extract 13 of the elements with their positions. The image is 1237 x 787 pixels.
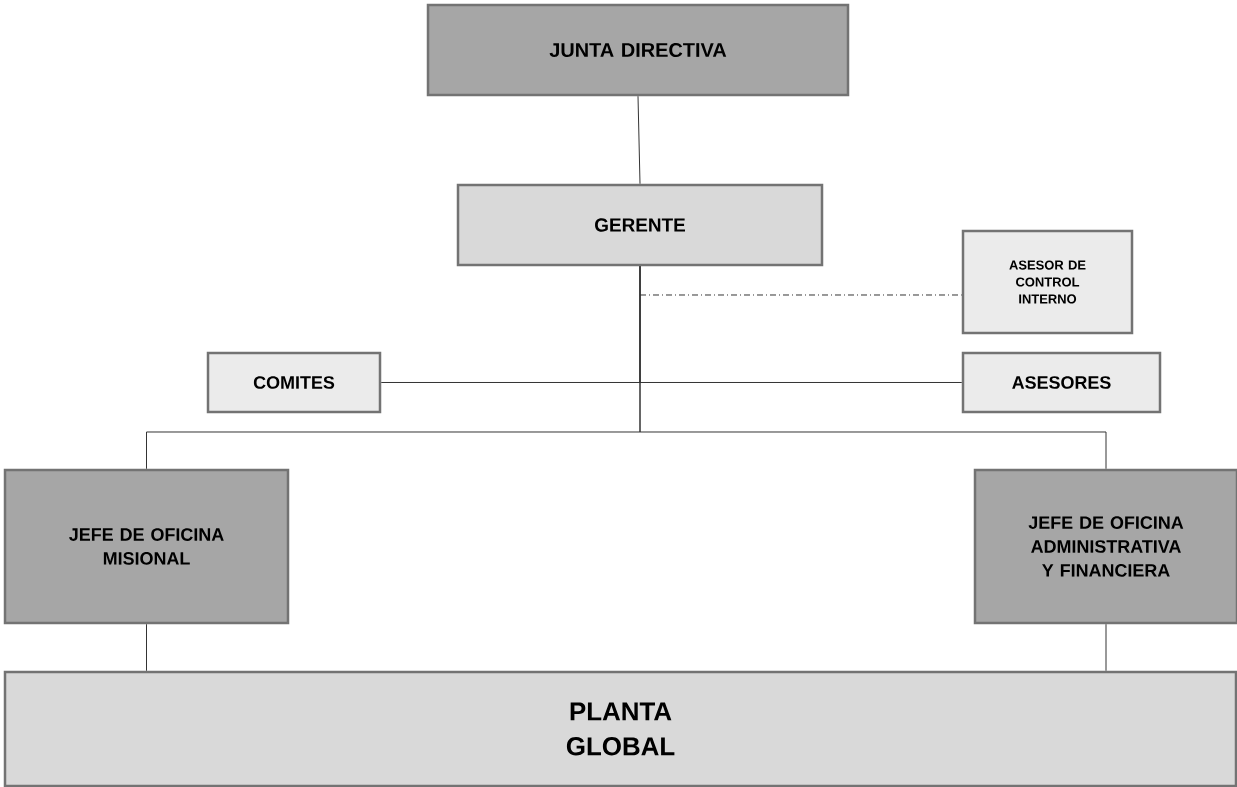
org-box: PLANTA GLOBAL bbox=[3, 670, 1237, 787]
connector-line bbox=[639, 294, 963, 296]
connector-line bbox=[637, 95, 641, 185]
org-box: JEFE DE OFICINA MISIONAL bbox=[3, 468, 290, 625]
org-box: GERENTE bbox=[456, 183, 824, 267]
org-box: JEFE DE OFICINA ADMINISTRATIVA Y FINANCIERA bbox=[973, 468, 1237, 625]
connector-line bbox=[639, 265, 1107, 470]
org-box: JUNTA DIRECTIVA bbox=[426, 3, 850, 97]
connector-line bbox=[146, 623, 147, 672]
org-box: ASESORES bbox=[961, 351, 1162, 414]
connector-line bbox=[1105, 623, 1107, 672]
org-box: COMITES bbox=[206, 351, 382, 414]
org-box: ASESOR DE CONTROL INTERNO bbox=[961, 229, 1134, 335]
